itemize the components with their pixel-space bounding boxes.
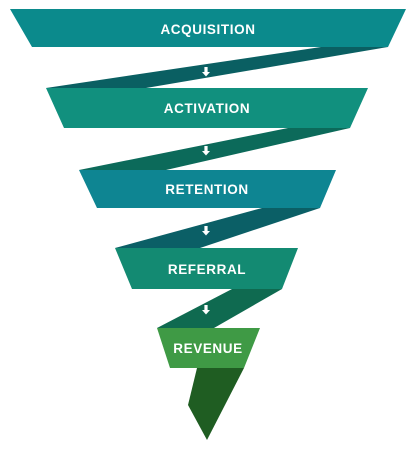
stage-revenue: REVENUE [157,328,260,368]
down-arrow-icon [202,67,210,77]
stage-shape [79,170,336,208]
stage-shape [10,9,406,47]
stage-shape [115,248,298,289]
down-arrow-icon [202,305,210,315]
stage-label: ACQUISITION [160,22,255,37]
down-arrow-icon [202,226,210,236]
stage-shape [157,328,260,368]
connector-band-2 [79,128,350,170]
stage-acquisition: ACQUISITION [10,9,406,47]
stage-label: REFERRAL [168,262,246,277]
connector-band-4 [157,289,282,328]
down-arrow-icon [202,146,210,156]
stage-label: REVENUE [173,341,242,356]
connector-band-3 [115,208,320,248]
stage-referral: REFERRAL [115,248,298,289]
stage-activation: ACTIVATION [46,88,368,128]
stage-retention: RETENTION [79,170,336,208]
stage-shape [46,88,368,128]
connector-band-1 [46,47,388,88]
stage-label: ACTIVATION [164,101,251,116]
stage-label: RETENTION [165,182,248,197]
connector-tail [188,368,244,440]
